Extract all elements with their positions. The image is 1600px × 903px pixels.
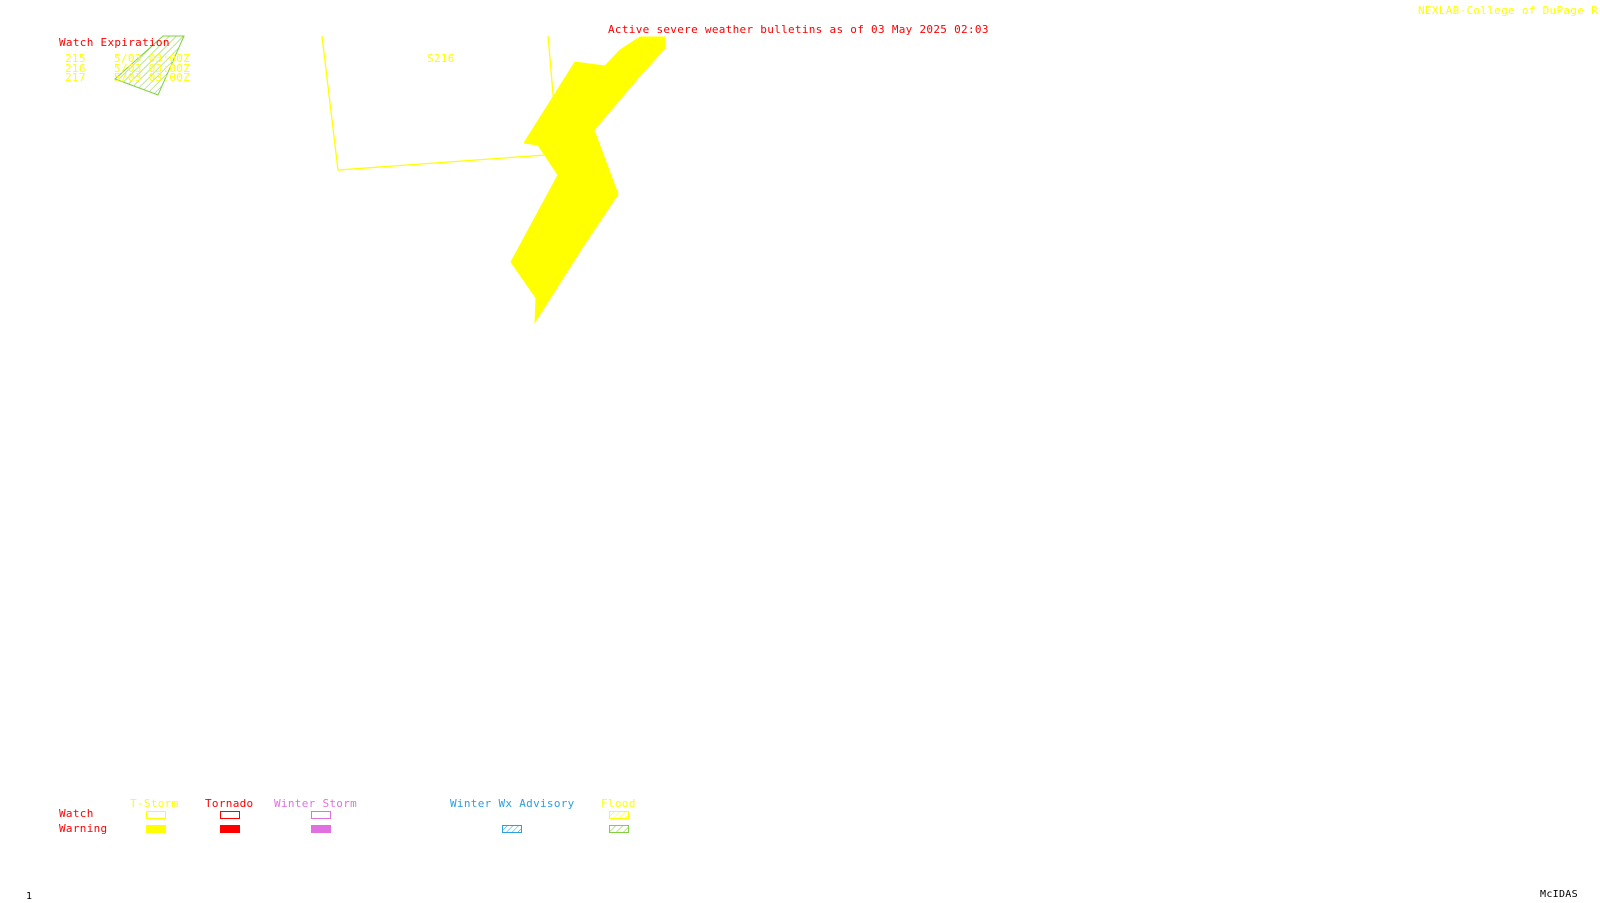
legend-tstorm-label: T-Storm: [130, 797, 179, 810]
legend-winter-storm-watch-swatch: [311, 811, 331, 819]
watch-expiry-time: 5/03 03:00Z: [114, 52, 191, 65]
watch-expiration-heading: Watch Expiration: [59, 36, 170, 49]
legend-tornado-warning-swatch: [220, 825, 240, 833]
flood-warning-polygon: [114, 35, 185, 96]
watch-id: 215: [65, 52, 86, 65]
legend-winter-advisory-label: Winter Wx Advisory: [450, 797, 575, 810]
legend-winter-advisory-swatch: [502, 825, 522, 833]
legend-watch-row-label: Watch: [59, 807, 94, 820]
legend-warning-row-label: Warning: [59, 822, 108, 835]
watch-id: 217: [65, 71, 86, 84]
legend-flood-warning-swatch: [609, 825, 629, 833]
credit-label: NEXLAB-College of DuPage R: [1418, 4, 1598, 17]
legend-flood-watch-swatch: [609, 811, 629, 819]
tstorm-warning-polygon: [510, 36, 666, 324]
frame-number: 1: [26, 891, 33, 902]
legend-tstorm-watch-swatch: [146, 811, 166, 819]
legend-tstorm-warning-swatch: [146, 825, 166, 833]
legend-flood-label: Flood: [601, 797, 636, 810]
legend-winter-storm-warning-swatch: [311, 825, 331, 833]
watch-box-label: S216: [427, 52, 455, 65]
watch-id: 216: [65, 62, 86, 75]
page-title: Active severe weather bulletins as of 03…: [608, 23, 989, 36]
legend-winter-storm-label: Winter Storm: [274, 797, 358, 810]
legend-tornado-watch-swatch: [220, 811, 240, 819]
software-label: McIDAS: [1540, 889, 1578, 900]
watch-expiry-time: 5/03 03:00Z: [114, 71, 191, 84]
watch-expiry-time: 5/03 03:00Z: [114, 62, 191, 75]
legend-tornado-label: Tornado: [205, 797, 254, 810]
